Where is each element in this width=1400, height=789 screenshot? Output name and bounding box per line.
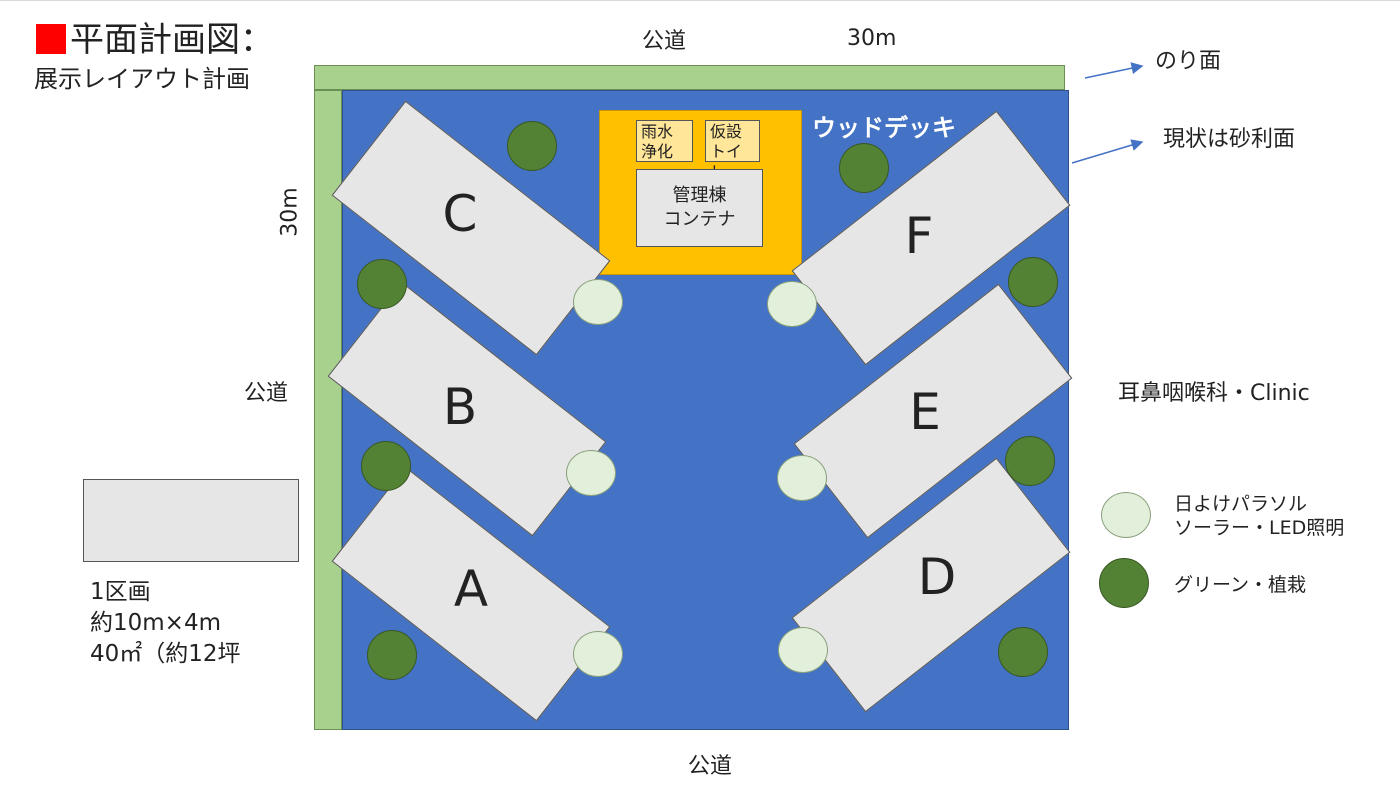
title-red-square-icon [36, 24, 66, 54]
rainwater-purifier: 雨水 浄化 [636, 120, 693, 162]
parasol [778, 627, 828, 673]
stall-label-C: C [442, 185, 478, 243]
stall-label-A: A [453, 560, 489, 618]
tree [367, 630, 417, 680]
legend-green-icon [1099, 558, 1149, 608]
stall-label-E: E [909, 383, 941, 441]
management-container: 管理棟 コンテナ [636, 169, 763, 247]
page-subtitle: 展示レイアウト計画 [34, 65, 250, 93]
height-dimension-label: 30m [277, 187, 303, 237]
width-dimension-label: 30m [847, 26, 897, 51]
parasol [573, 279, 623, 325]
wood-deck-label: ウッドデッキ [812, 114, 956, 142]
parasol [767, 281, 817, 327]
slope-arrow [1084, 62, 1144, 79]
sample-plot-box [83, 479, 299, 562]
parasol [777, 455, 827, 501]
slope-callout: のり面 [1155, 49, 1222, 74]
gravel-arrow [1071, 139, 1144, 164]
tree [507, 121, 557, 171]
parasol [573, 631, 623, 677]
legend-green-label: グリーン・植栽 [1174, 574, 1307, 596]
legend-parasol-icon [1101, 492, 1151, 538]
stall-label-B: B [442, 378, 478, 436]
sample-plot-line2: 約10m×4m [90, 610, 221, 636]
sample-plot-line1: 1区画 [90, 579, 151, 605]
parasol [566, 450, 616, 496]
tree [361, 441, 411, 491]
legend-parasol-label: 日よけパラソル ソーラー・LED照明 [1174, 493, 1345, 539]
tree [1005, 436, 1055, 486]
sample-plot-line3: 40㎡（約12坪 [90, 641, 241, 667]
road-top-label: 公道 [642, 29, 687, 54]
temporary-toilet: 仮設 トイレ [705, 120, 760, 181]
stall-label-D: D [917, 548, 957, 606]
page-title: 平面計画図： [36, 18, 274, 62]
top-border [0, 0, 1400, 1]
stall-label-F: F [904, 207, 934, 265]
tree [1008, 257, 1058, 307]
road-bottom-label: 公道 [688, 754, 733, 779]
tree [357, 259, 407, 309]
clinic-label: 耳鼻咽喉科・Clinic [1118, 381, 1310, 406]
title-text: 平面計画図： [70, 20, 274, 60]
tree [998, 627, 1048, 677]
sample-plot-description: 1区画 約10m×4m 40㎡（約12坪 [90, 577, 241, 670]
gravel-callout: 現状は砂利面 [1163, 127, 1296, 152]
slope-strip-top [314, 65, 1065, 90]
road-left-label: 公道 [244, 381, 289, 406]
tree [839, 143, 889, 193]
